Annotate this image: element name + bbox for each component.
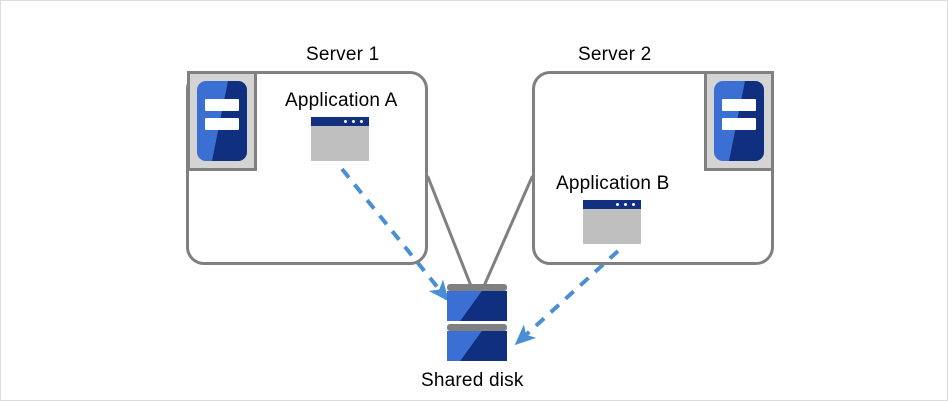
application-a-window-icon [311, 117, 369, 161]
application-a-access-arrow [340, 167, 449, 302]
server-2-title: Server 2 [578, 44, 652, 65]
server-icon-bar-2 [205, 117, 239, 130]
disk-separator-2 [447, 324, 507, 331]
window-dot-3 [632, 203, 635, 206]
server1-to-disk-line [426, 175, 473, 288]
window-dot-2 [624, 203, 627, 206]
server2-to-disk-line [482, 175, 534, 288]
server-icon-bar-1 [205, 98, 239, 111]
server-2-machine-icon [704, 71, 774, 171]
server-icon-body [714, 81, 764, 161]
server-1-title: Server 1 [306, 44, 380, 65]
window-dot-1 [616, 203, 619, 206]
disk-plate-2 [447, 331, 507, 361]
window-title-bar [311, 117, 369, 126]
window-dot-2 [352, 120, 355, 123]
server-icon-body [197, 81, 247, 161]
application-a-title: Application A [285, 90, 398, 111]
window-dot-3 [360, 120, 363, 123]
shared-disk-title: Shared disk [421, 370, 524, 391]
disk-separator-1 [447, 284, 507, 291]
server-1-machine-icon [187, 71, 257, 171]
application-b-title: Application B [556, 173, 670, 194]
application-b-window-icon [583, 200, 641, 244]
window-title-bar [583, 200, 641, 209]
disk-plate-1 [447, 291, 507, 321]
disk-plate-shadow [460, 291, 507, 321]
window-dot-1 [344, 120, 347, 123]
disk-plate-shadow [460, 331, 507, 361]
server-icon-bar-1 [722, 98, 756, 111]
application-b-access-arrow [514, 249, 620, 346]
server-icon-bar-2 [722, 117, 756, 130]
shared-disk-icon [447, 284, 507, 363]
